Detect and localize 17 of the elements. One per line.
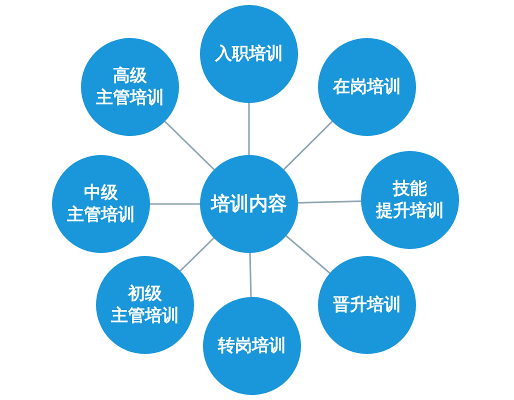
topic-circle: 高级主管培训 [81, 38, 179, 136]
connector-line [298, 200, 362, 204]
connector-line [283, 120, 333, 170]
topic-circle: 转岗培训 [203, 297, 301, 395]
topic-circle: 在岗培训 [318, 38, 416, 136]
connector-line [180, 238, 214, 272]
connector-line [164, 120, 215, 170]
hub-circle: 培训内容 [200, 155, 298, 253]
topic-circle: 中级主管培训 [52, 155, 150, 253]
connector-line [248, 103, 250, 155]
topic-circle: 初级主管培训 [96, 256, 194, 354]
topic-circle: 技能提升培训 [361, 151, 459, 249]
topic-circle: 入职培训 [200, 5, 298, 103]
topic-circle: 晋升培训 [318, 256, 416, 354]
connector-line [150, 203, 200, 205]
connector-line [286, 235, 330, 274]
connector-line [249, 252, 252, 298]
